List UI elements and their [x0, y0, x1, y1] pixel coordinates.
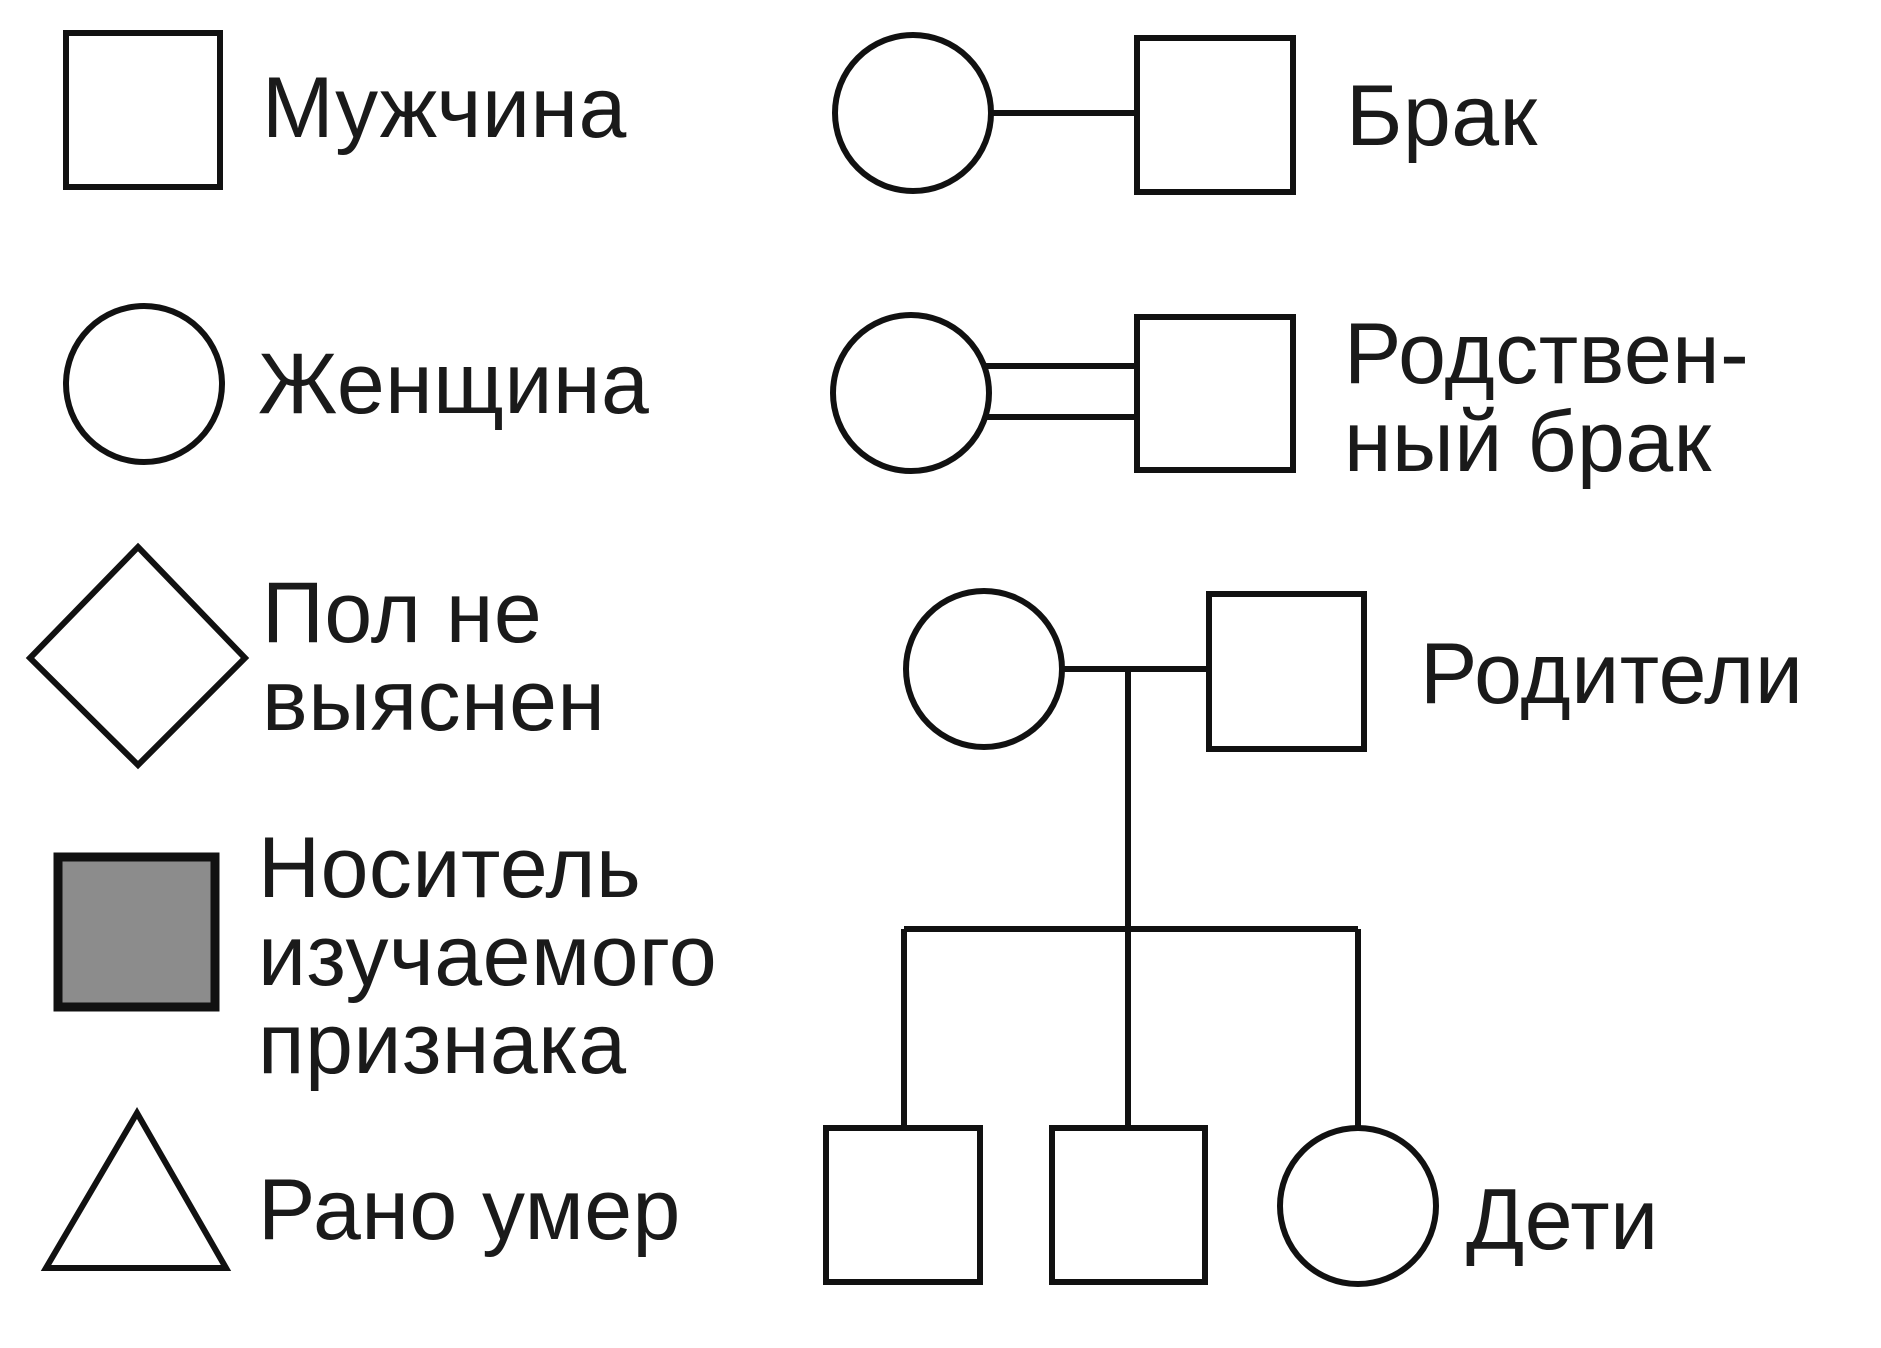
died-early-label: Рано умер	[258, 1162, 681, 1258]
parent-female-circle	[903, 588, 1065, 750]
carrier-label-line-1: Носитель	[258, 820, 642, 916]
consanguineous-female-circle	[830, 312, 992, 474]
parent-male-square	[1206, 591, 1367, 752]
female-label: Женщина	[258, 336, 650, 432]
carrier-label-line-3: признака	[258, 996, 627, 1092]
consanguineous-label-line-2: ный брак	[1344, 394, 1712, 490]
marriage-male-square	[1134, 35, 1296, 195]
consanguineous-male-square	[1134, 314, 1296, 473]
male-symbol	[63, 30, 223, 190]
died-early-symbol	[40, 1107, 232, 1271]
parents-symbol	[903, 588, 1367, 752]
children-symbols	[823, 1125, 1439, 1287]
marriage-female-circle	[832, 32, 994, 194]
carrier-label-line-2: изучаемого	[258, 908, 718, 1004]
marriage-label: Брак	[1346, 68, 1538, 164]
child-square-2	[1049, 1125, 1208, 1285]
consanguineous-marriage-symbol	[830, 312, 1296, 474]
unknown-sex-label-line-1: Пол не	[262, 565, 543, 661]
unknown-sex-label: Пол не выяснен	[262, 569, 605, 745]
carrier-label: Носитель изучаемого признака	[258, 824, 717, 1088]
female-symbol	[63, 303, 225, 465]
children-label: Дети	[1466, 1172, 1659, 1268]
unknown-sex-symbol	[25, 542, 250, 770]
male-label: Мужчина	[262, 60, 627, 156]
marriage-symbol	[832, 32, 1296, 195]
carrier-symbol	[53, 852, 220, 1012]
consanguineous-marriage-label: Родствен- ный брак	[1344, 310, 1749, 486]
consanguineous-label-line-1: Родствен-	[1344, 306, 1750, 402]
descent-lines	[901, 669, 1361, 1128]
child-square-1	[823, 1125, 983, 1285]
child-circle	[1277, 1125, 1439, 1287]
unknown-sex-label-line-2: выяснен	[262, 653, 606, 749]
parents-label: Родители	[1420, 626, 1804, 722]
